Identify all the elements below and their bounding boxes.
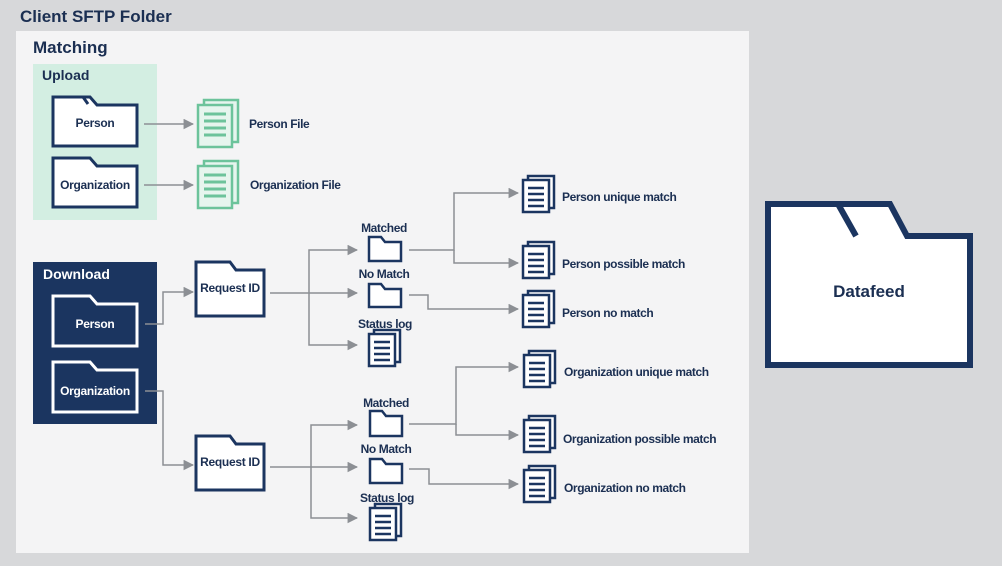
person-possible-match-icon [521, 240, 556, 280]
person-no-match-label: No Match [358, 267, 410, 281]
organization-status-log-label: Status log [359, 491, 414, 505]
person-unique-match-label: Person unique match [562, 190, 677, 204]
person-status-log-icon [367, 328, 402, 368]
matching-title: Matching [33, 38, 108, 57]
person-no-match-file-label: Person no match [562, 306, 654, 320]
download-organization-folder-icon[interactable] [51, 360, 139, 414]
person-file-label: Person File [249, 117, 310, 131]
datafeed-label: Datafeed [833, 282, 905, 301]
person-request-id-label: Request ID [200, 281, 260, 295]
organization-no-match-label: No Match [360, 442, 412, 456]
organization-unique-match-icon [522, 349, 557, 389]
person-request-id-folder-icon[interactable] [194, 260, 266, 318]
organization-matched-label: Matched [363, 396, 409, 410]
download-label: Download [43, 266, 110, 282]
organization-request-id-label: Request ID [200, 455, 260, 469]
upload-label: Upload [42, 67, 90, 83]
download-organization-label: Organization [60, 384, 130, 398]
organization-no-match-folder-icon[interactable] [368, 457, 404, 485]
person-unique-match-icon [521, 174, 556, 214]
organization-possible-match-label: Organization possible match [563, 432, 717, 446]
organization-file-label: Organization File [250, 178, 341, 192]
upload-organization-folder-icon[interactable] [51, 156, 139, 209]
person-no-match-file-icon [521, 289, 556, 329]
organization-matched-folder-icon[interactable] [368, 409, 404, 438]
organization-possible-match-icon [522, 414, 557, 454]
upload-person-label: Person [75, 116, 115, 130]
person-possible-match-label: Person possible match [562, 257, 685, 271]
person-matched-label: Matched [361, 221, 407, 235]
download-person-label: Person [75, 317, 115, 331]
person-matched-folder-icon[interactable] [367, 235, 403, 263]
organization-unique-match-label: Organization unique match [564, 365, 709, 379]
datafeed-folder-icon[interactable] [765, 201, 973, 368]
page-title: Client SFTP Folder [20, 7, 172, 26]
upload-organization-label: Organization [60, 178, 130, 192]
organization-status-log-icon [368, 502, 403, 542]
organization-file-icon [196, 159, 240, 210]
person-file-icon [196, 98, 240, 149]
organization-no-match-file-icon [522, 464, 557, 504]
person-status-log-label: Status log [357, 317, 412, 331]
upload-person-folder-icon[interactable] [51, 95, 139, 148]
download-person-folder-icon[interactable] [51, 294, 139, 348]
organization-no-match-file-label: Organization no match [564, 481, 686, 495]
person-no-match-folder-icon[interactable] [367, 282, 403, 309]
organization-request-id-folder-icon[interactable] [194, 434, 266, 492]
